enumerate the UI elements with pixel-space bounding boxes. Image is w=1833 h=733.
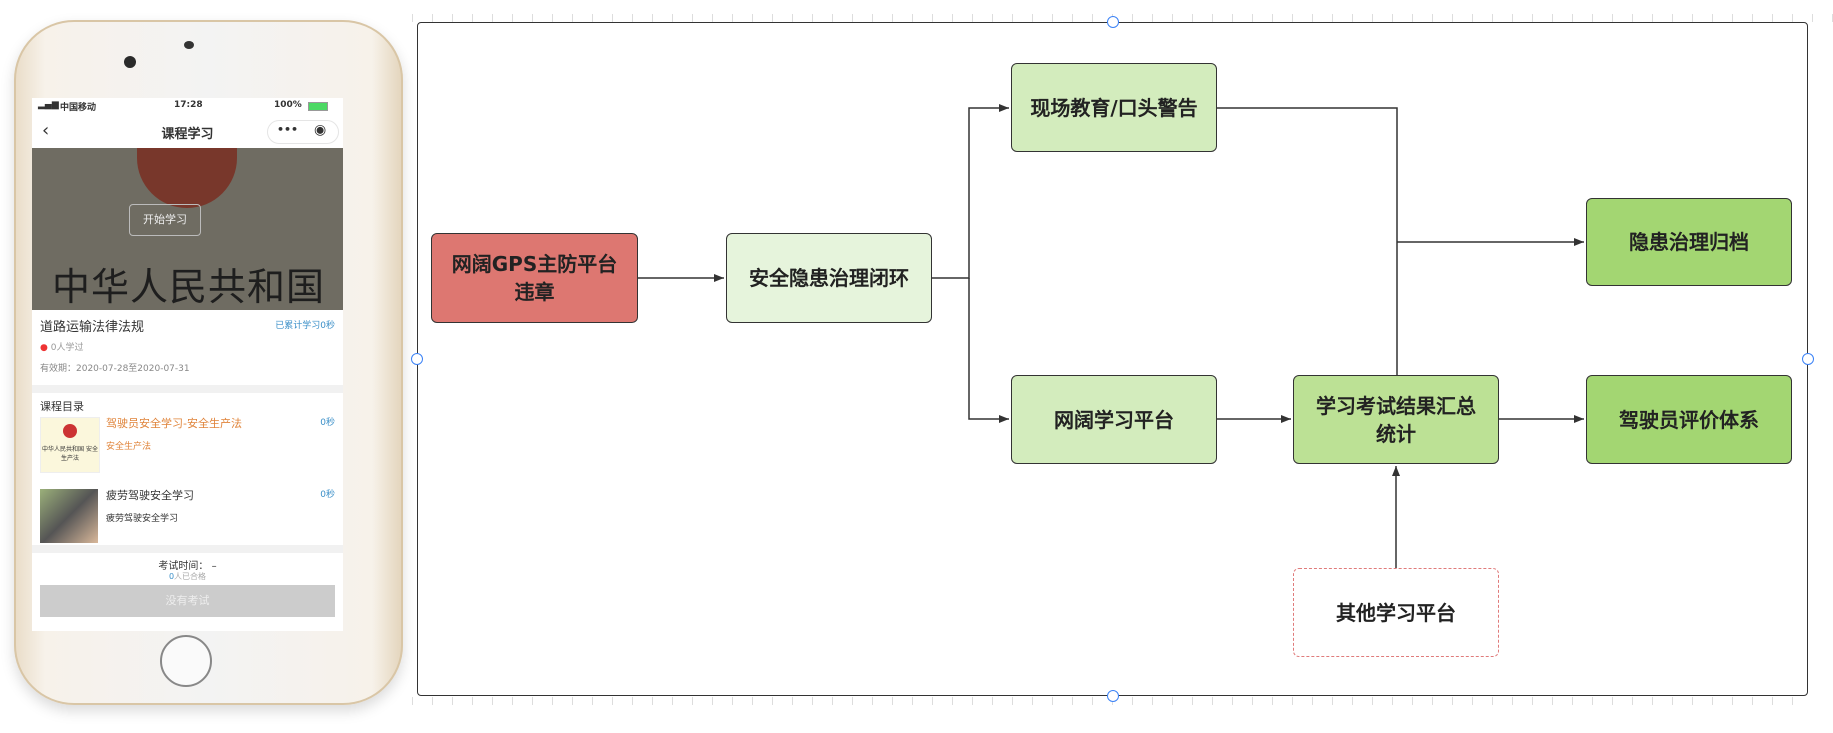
node-learning-platform[interactable]: 网阔学习平台 [1011,375,1217,464]
arrow-loop-to-learning [968,278,1009,423]
no-exam-button[interactable]: 没有考试 [40,585,335,617]
clock: 17:28 [174,100,203,110]
course-info: 道路运输法律法规 已累计学习0秒 ● 0人学过 有效期：2020-07-28至2… [32,310,343,385]
course-title: 道路运输法律法规 [40,320,145,335]
validity-period: 有效期：2020-07-28至2020-07-31 [40,364,190,374]
arrow-loop-to-education [932,104,1009,279]
node-summary[interactable]: 学习考试结果汇总统计 [1293,375,1499,464]
exam-section: 考试时间： – 0人已合格 没有考试 [32,553,343,631]
catalog-item[interactable]: 中华人民共和国 安全生产法 驾驶员安全学习-安全生产法 安全生产法 0秒 [32,415,343,473]
phone-screen: ▂▄▆ 中国移动 17:28 100% ‹ 课程学习 ••• ◉ 开始学习 中华… [32,98,343,631]
course-banner: 开始学习 中华人民共和国 [32,148,343,310]
back-icon[interactable]: ‹ [42,120,50,141]
item-subtitle: 疲劳驾驶安全学习 [106,514,179,524]
fire-icon: ● [40,343,48,353]
node-closed-loop[interactable]: 安全隐患治理闭环 [726,233,932,323]
resize-handle-bottom[interactable] [1107,690,1119,702]
exam-time: 考试时间： – [158,561,217,572]
battery-icon [308,102,328,111]
page-title: 课程学习 [161,127,214,142]
node-other-platform[interactable]: 其他学习平台 [1293,568,1499,657]
phone-mockup: ▂▄▆ 中国移动 17:28 100% ‹ 课程学习 ••• ◉ 开始学习 中华… [14,20,403,705]
start-learning-button[interactable]: 开始学习 [129,204,201,236]
passed-count: 0 [168,572,175,581]
resize-handle-top[interactable] [1107,16,1119,28]
capsule-menu: ••• ◉ [267,120,339,144]
item-duration: 0秒 [320,418,335,428]
studied-total: 已累计学习0秒 [275,321,335,331]
ruler-top [412,14,1833,22]
close-target-icon[interactable]: ◉ [314,122,327,138]
thumbnail [40,489,98,543]
signal-icon: ▂▄▆ [38,100,59,110]
item-duration: 0秒 [320,490,335,500]
catalog-heading: 课程目录 [40,400,84,413]
line-education-down [1217,107,1398,375]
nav-bar: ‹ 课程学习 ••• ◉ [32,114,343,148]
battery-level: 100% [274,100,302,110]
learner-count: 0人学过 [50,343,84,353]
node-evaluation[interactable]: 驾驶员评价体系 [1586,375,1792,464]
status-bar: ▂▄▆ 中国移动 17:28 100% [32,98,343,114]
resize-handle-right[interactable] [1802,353,1814,365]
node-violation[interactable]: 网阔GPS主防平台违章 [431,233,638,323]
camera [124,56,136,68]
course-catalog: 课程目录 中华人民共和国 安全生产法 驾驶员安全学习-安全生产法 安全生产法 0… [32,393,343,545]
resize-handle-left[interactable] [411,353,423,365]
node-education[interactable]: 现场教育/口头警告 [1011,63,1217,152]
passed-label: 人已合格 [174,572,207,581]
catalog-item[interactable]: 疲劳驾驶安全学习 疲劳驾驶安全学习 0秒 [32,487,343,543]
thumbnail-text: 中华人民共和国 安全生产法 [42,446,98,462]
item-subtitle: 安全生产法 [106,442,152,452]
more-icon[interactable]: ••• [277,123,299,136]
carrier: 中国移动 [60,103,97,113]
emblem-text: 中华人民共和国 [52,265,326,309]
speaker [184,41,194,49]
item-title: 疲劳驾驶安全学习 [106,489,194,502]
item-title: 驾驶员安全学习-安全生产法 [106,417,242,430]
node-archive[interactable]: 隐患治理归档 [1586,198,1792,286]
home-button[interactable] [160,635,212,687]
thumbnail: 中华人民共和国 安全生产法 [40,417,100,473]
